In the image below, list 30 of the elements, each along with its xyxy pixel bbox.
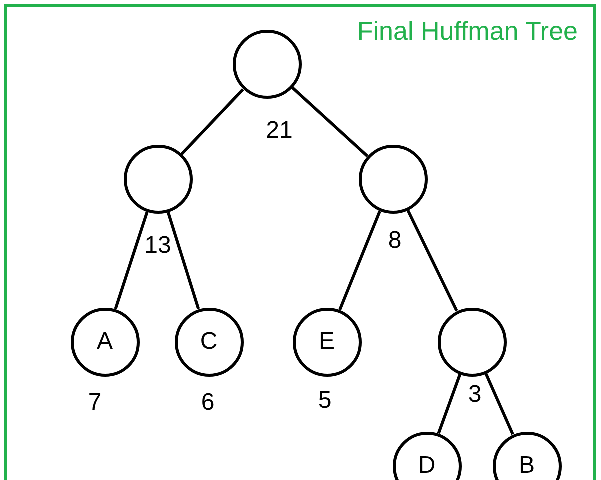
- weight-label: 5: [318, 389, 332, 413]
- node-circle: [292, 308, 362, 376]
- node-circle: [438, 308, 506, 376]
- tree-edge: [114, 212, 149, 310]
- tree-edge: [437, 374, 462, 434]
- weight-label: 7: [88, 391, 102, 415]
- node-letter: B: [518, 454, 535, 478]
- node-circle: [492, 432, 562, 480]
- tree-edge: [291, 86, 369, 158]
- node-letter: C: [200, 330, 218, 354]
- node-letter: E: [318, 330, 335, 354]
- node-circle: [174, 308, 244, 376]
- tree-edge: [484, 372, 514, 436]
- weight-label: 13: [144, 234, 172, 258]
- diagram-title: Final Huffman Tree: [357, 18, 578, 44]
- node-letter: D: [418, 454, 436, 478]
- weight-label: 8: [388, 229, 402, 253]
- node-circle: [124, 145, 192, 214]
- tree-edge: [338, 210, 382, 311]
- weight-label: 21: [266, 119, 293, 143]
- node-circle: [232, 30, 302, 99]
- tree-edge: [166, 212, 200, 310]
- tree-edge: [180, 88, 244, 156]
- node-circle: [70, 308, 140, 376]
- node-circle: [358, 145, 428, 214]
- weight-label: 3: [468, 383, 482, 407]
- weight-label: 6: [201, 391, 215, 415]
- tree-edge: [406, 210, 458, 312]
- node-circle: [392, 432, 462, 480]
- node-letter: A: [96, 330, 113, 354]
